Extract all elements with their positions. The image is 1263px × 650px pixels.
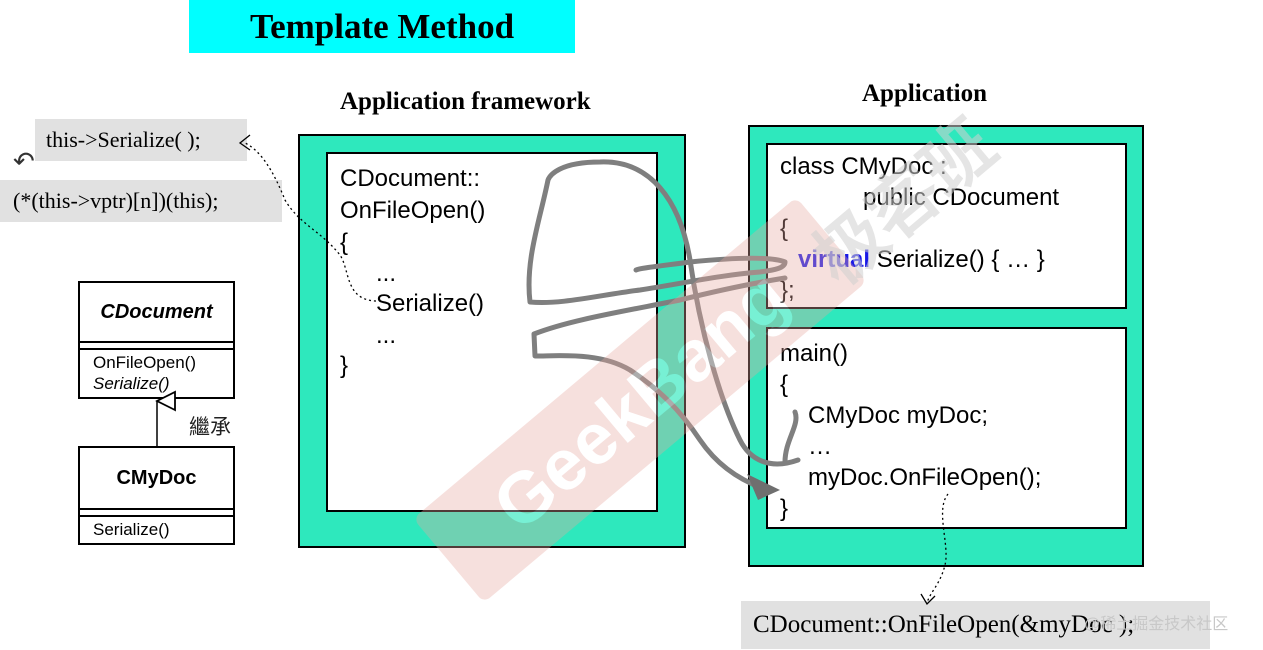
code-line: class CMyDoc : (780, 153, 947, 180)
uml-operations: OnFileOpen() Serialize() (80, 350, 233, 394)
vptr-call-note: (*(this->vptr)[n])(this); (0, 180, 282, 222)
code-line: main() (780, 340, 849, 367)
vptr-call-text: (*(this->vptr)[n])(this); (13, 188, 219, 213)
uml-class-name: CDocument (80, 283, 233, 343)
uml-class-cmydoc: CMyDoc Serialize() (78, 446, 235, 545)
code-line-onfileopen-call: myDoc.OnFileOpen(); (808, 464, 1042, 491)
code-line: } (340, 352, 349, 379)
code-line-serialize: Serialize() (376, 290, 485, 317)
code-line: } (780, 495, 789, 522)
inheritance-label: 繼承 (189, 416, 231, 439)
main-function-box: main() { CMyDoc myDoc; … myDoc.OnFileOpe… (766, 327, 1127, 529)
onfileopen-call-note: CDocument::OnFileOpen(&myDoc ); (741, 601, 1210, 649)
application-heading: Application (862, 80, 988, 107)
code-line-virtual-serialize: virtual Serialize() { … } (798, 248, 1045, 272)
code-line: … (808, 433, 832, 460)
code-line: OnFileOpen() (340, 197, 486, 224)
virtual-keyword: virtual (798, 246, 871, 273)
page-title: Template Method (189, 0, 575, 53)
uml-op-serialize: Serialize() (93, 374, 170, 393)
code-line: { (780, 371, 789, 398)
code-line: ... (376, 322, 397, 349)
onfileopen-call-text: CDocument::OnFileOpen(&myDoc ); (753, 611, 1135, 638)
code-line: ... (376, 260, 397, 287)
code-line: CMyDoc myDoc; (808, 402, 989, 429)
class-definition-box: class CMyDoc : public CDocument { virtua… (766, 143, 1127, 309)
framework-heading: Application framework (340, 88, 591, 115)
loop-arrow-icon: ↶ (13, 146, 35, 176)
uml-op-onfileopen: OnFileOpen() (93, 353, 196, 372)
code-line: }; (780, 277, 795, 304)
framework-code-box: CDocument:: OnFileOpen() { ... Serialize… (326, 152, 658, 512)
code-line: { (340, 229, 349, 256)
serialize-declaration: Serialize() { … } (870, 246, 1045, 273)
uml-operations: Serialize() (80, 517, 233, 540)
code-line: public CDocument (863, 184, 1060, 211)
serialize-call-note: this->Serialize( ); (35, 119, 247, 161)
uml-class-name: CMyDoc (80, 448, 233, 510)
uml-class-cdocument: CDocument OnFileOpen() Serialize() (78, 281, 235, 399)
code-line: CDocument:: (340, 165, 481, 192)
page-title-text: Template Method (249, 6, 515, 46)
site-watermark: @稀土掘金技术社区 (1084, 616, 1229, 633)
serialize-call-text: this->Serialize( ); (46, 127, 201, 152)
uml-op-serialize: Serialize() (93, 520, 170, 539)
code-line: { (780, 215, 789, 242)
uml-attribute-compartment (80, 343, 233, 350)
uml-attribute-compartment (80, 510, 233, 517)
